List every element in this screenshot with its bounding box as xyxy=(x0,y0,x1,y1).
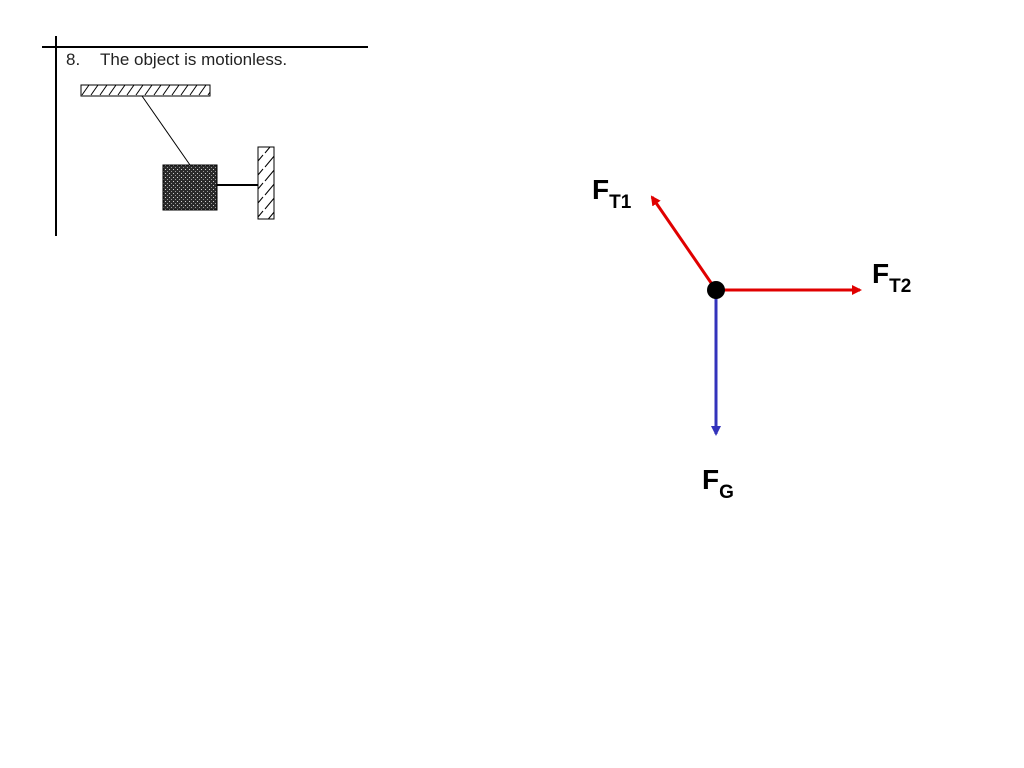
ceiling-support xyxy=(80,84,211,97)
problem-statement: 8. The object is motionless. xyxy=(66,50,287,70)
tension1-arrow xyxy=(650,195,718,291)
hanging-object xyxy=(162,164,218,211)
tension2-label: FT2 xyxy=(872,258,912,297)
object-point xyxy=(707,281,725,299)
tension1-label: FT1 xyxy=(592,174,632,213)
problem-frame xyxy=(42,36,368,236)
problem-number: 8. xyxy=(66,50,81,69)
wall-support xyxy=(257,146,275,220)
rope-to-ceiling xyxy=(141,95,191,166)
gravity-label: FG xyxy=(702,464,734,503)
free-body-diagram xyxy=(650,195,862,436)
problem-text: The object is motionless. xyxy=(100,50,288,69)
